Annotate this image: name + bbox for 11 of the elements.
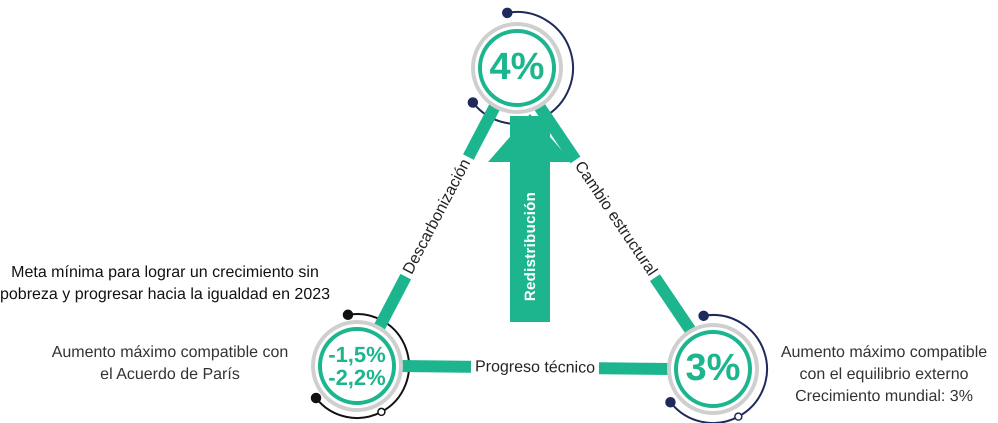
edge-label: Redistribución (522, 190, 539, 303)
percentage-value: -1,5% (328, 342, 386, 366)
percentage-value: 3% (686, 349, 740, 389)
percentage-value: -2,2% (328, 366, 386, 390)
arrow (488, 114, 572, 322)
percentage-value: 4% (490, 48, 544, 88)
caption-text: Aumento máximo compatible con el equilibrio externo (780, 343, 988, 386)
caption-text: Crecimiento mundial: 3% (794, 387, 974, 407)
caption-text: Aumento máximo compatible con el Acuerdo de París (50, 343, 290, 386)
caption-text: Meta mínima para lograr un crecimiento sin pobreza y progresar hacia la igualdad en 2023 (0, 263, 330, 306)
edge-label: Progreso técnico (470, 358, 600, 378)
